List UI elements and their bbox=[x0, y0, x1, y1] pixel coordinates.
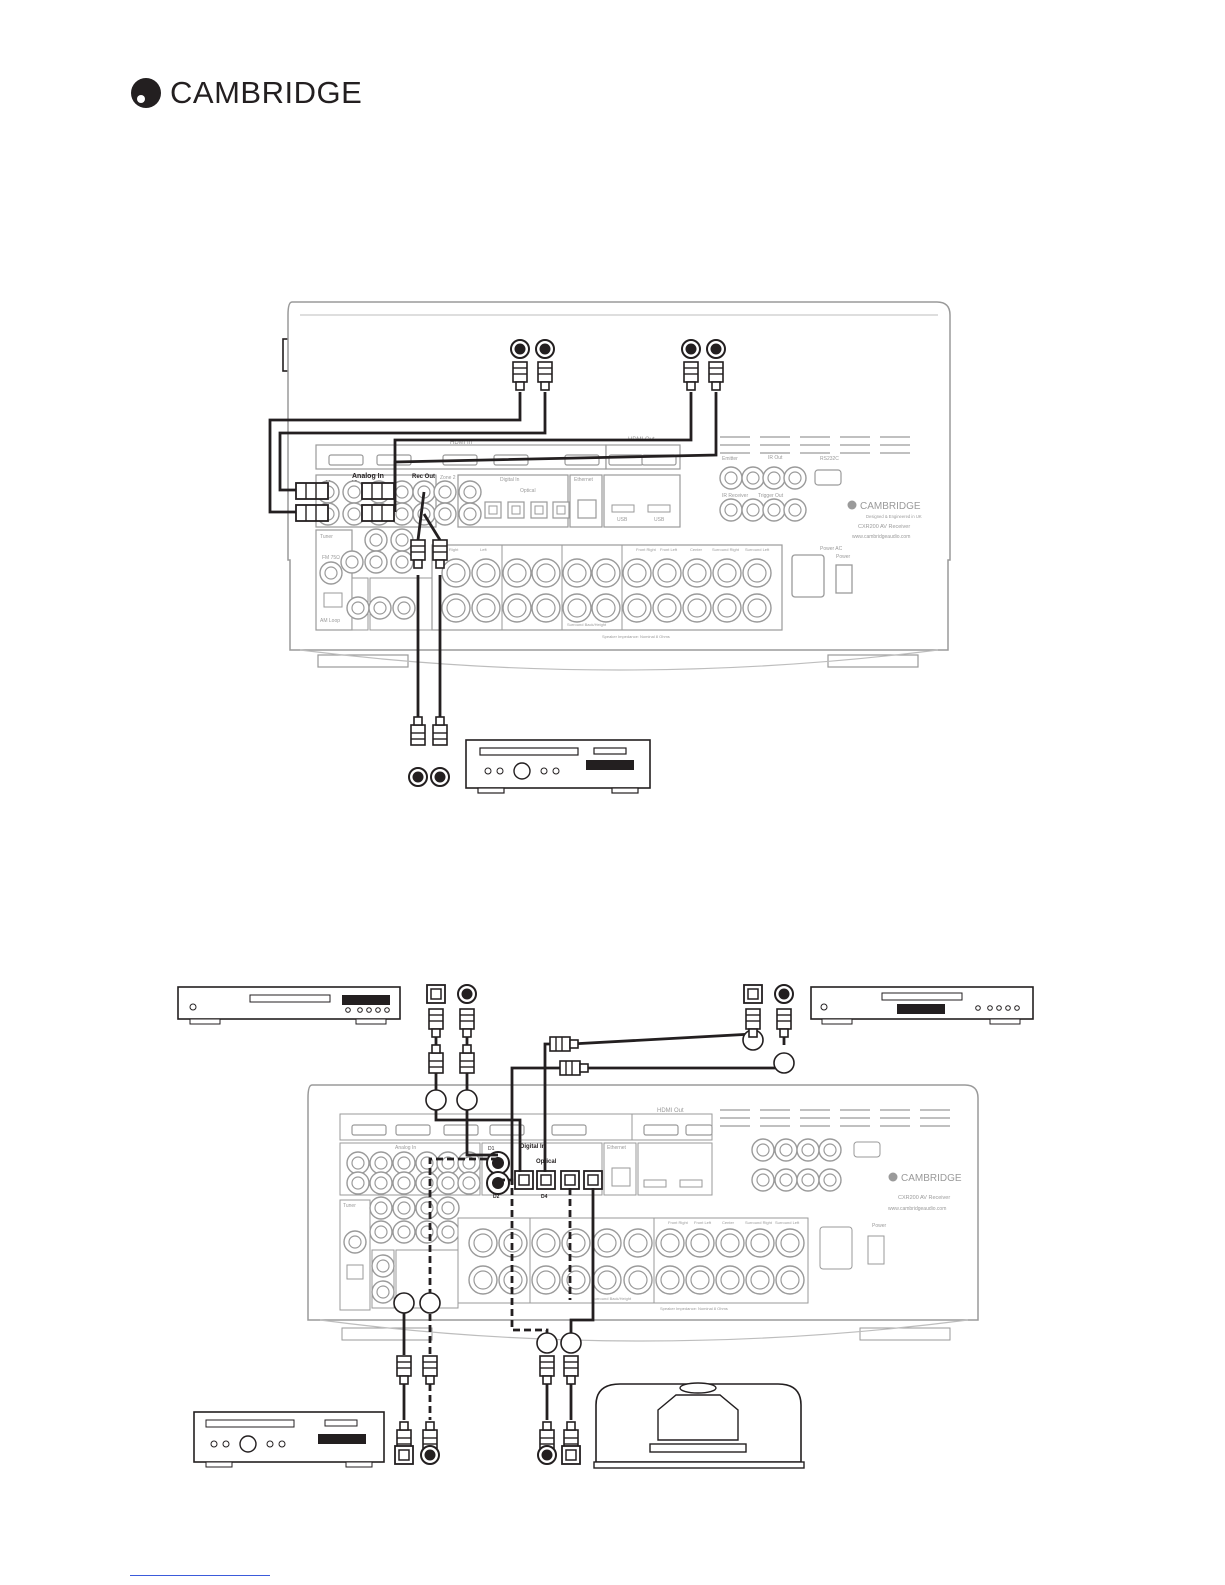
power-label: Power bbox=[836, 554, 851, 560]
hdmi-in-label: HDMI In bbox=[450, 440, 472, 446]
analog-in-label: Analog In bbox=[352, 473, 384, 480]
d1-label: D1 bbox=[488, 1146, 495, 1152]
d4-label: D4 bbox=[541, 1194, 548, 1200]
panel-brand-plate-b: CAMBRIDGE bbox=[901, 1173, 962, 1184]
power-label-b: Power bbox=[872, 1223, 887, 1229]
website-label-b: www.cambridgeaudio.com bbox=[888, 1206, 946, 1212]
ir-emitter-label: Emitter bbox=[722, 456, 738, 462]
front-right-label-b: Front Right bbox=[668, 1220, 689, 1225]
cambridge-logo: CAMBRIDGE bbox=[130, 75, 363, 110]
power-ac-label: Power AC bbox=[820, 546, 843, 552]
cables-bottom-dashed bbox=[428, 1157, 572, 1356]
source-device-4 bbox=[810, 986, 1034, 1025]
analog-in-plugs bbox=[295, 482, 395, 522]
ethernet-label-b: Ethernet bbox=[607, 1145, 627, 1151]
spk-right-label: Right bbox=[449, 547, 459, 552]
model-label-b: CXR200 AV Receiver bbox=[898, 1195, 950, 1201]
cable-source1-to-analog-in bbox=[268, 392, 547, 514]
cable-source2-to-analog-in bbox=[393, 392, 718, 512]
rs232c-label: RS232C bbox=[820, 456, 839, 462]
recorder-device-2 bbox=[193, 1411, 385, 1468]
ir-out-label: IR Out bbox=[768, 455, 783, 461]
front-right-label: Front Right bbox=[636, 547, 657, 552]
digital-in-label-b: Digital In bbox=[520, 1144, 546, 1150]
cambridge-logo-icon bbox=[131, 78, 161, 108]
usb-label-1: USB bbox=[617, 517, 628, 523]
footer-link-underline bbox=[130, 1575, 270, 1576]
speaker-impedance-label-b: Speaker Impedance: Nominal 8 Ohms bbox=[660, 1306, 728, 1311]
front-left-label-b: Front Left bbox=[694, 1220, 712, 1225]
surround-right-label-b: Surround Right bbox=[745, 1220, 773, 1225]
ir-receiver-label: IR Receiver bbox=[722, 493, 748, 499]
am-loop-label: AM Loop bbox=[320, 618, 340, 624]
connector-callouts bbox=[393, 1029, 795, 1354]
receiver-back-panel-top: HDMI In HDMI Out Analog In A1 A2 Rec Out… bbox=[287, 301, 951, 671]
hdmi-out-label-b: HDMI Out bbox=[657, 1108, 684, 1114]
tuner-label: Tuner bbox=[320, 534, 333, 540]
cable-rec-out-to-recorder bbox=[416, 491, 442, 735]
center-label-b: Center bbox=[722, 1220, 735, 1225]
analog-in-label-b: Analog In bbox=[395, 1145, 416, 1151]
digital-in-label: Digital In bbox=[500, 477, 520, 483]
zone2-out-label: Zone 2 bbox=[440, 475, 456, 481]
surround-left-label: Surround Left bbox=[745, 547, 770, 552]
center-label: Center bbox=[690, 547, 703, 552]
designed-label: Designed & Engineered in UK bbox=[866, 514, 922, 519]
speaker-impedance-label: Speaker Impedance: Nominal 8 Ohms bbox=[602, 634, 670, 639]
surround-right-label: Surround Right bbox=[712, 547, 740, 552]
surround-back-label-b: Surround Back/Height bbox=[592, 1296, 632, 1301]
d2-label: D2 bbox=[493, 1194, 500, 1200]
trigger-out-label: Trigger Out bbox=[758, 493, 784, 499]
panel-brand-plate: CAMBRIDGE bbox=[860, 501, 921, 512]
usb-label-2: USB bbox=[654, 517, 665, 523]
brand-wordmark: CAMBRIDGE bbox=[170, 75, 363, 110]
tuner-label-b: Tuner bbox=[343, 1203, 356, 1209]
spk-left-label: Left bbox=[480, 547, 488, 552]
dock-device bbox=[593, 1382, 805, 1469]
ethernet-label: Ethernet bbox=[574, 477, 594, 483]
surround-back-label: Surround Back/Height bbox=[567, 622, 607, 627]
model-label: CXR200 AV Receiver bbox=[858, 524, 910, 530]
website-label: www.cambridgeaudio.com bbox=[852, 534, 910, 540]
receiver-back-panel-bottom: HDMI Out Analog In Digital In Optical D1… bbox=[307, 1084, 979, 1342]
source-device-3 bbox=[177, 986, 401, 1025]
recorder-device bbox=[465, 739, 651, 794]
rec-out-label: Rec Out bbox=[412, 474, 435, 480]
fm-label: FM 75Ω bbox=[322, 555, 340, 561]
optical-label: Optical bbox=[520, 488, 536, 494]
surround-left-label-b: Surround Left bbox=[775, 1220, 800, 1225]
front-left-label: Front Left bbox=[660, 547, 678, 552]
